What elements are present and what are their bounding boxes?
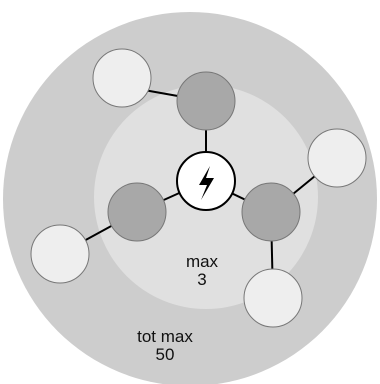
primary-node-left <box>107 182 167 242</box>
secondary-node-bottom-left <box>30 224 90 284</box>
hub-node <box>176 151 236 211</box>
secondary-nodes <box>30 48 367 328</box>
outer-zone-label-line1: tot max <box>137 327 193 346</box>
primary-nodes <box>107 71 301 242</box>
primary-node-top <box>176 71 236 131</box>
inner-zone-label-line2: 3 <box>197 270 206 289</box>
outer-zone-label-line2: 50 <box>156 345 175 364</box>
secondary-node-bottom <box>243 268 303 328</box>
primary-node-right <box>241 182 301 242</box>
secondary-node-right <box>307 128 367 188</box>
inner-zone-label-line1: max <box>186 252 219 271</box>
lightning-bolt-icon <box>199 166 214 200</box>
secondary-node-top-left <box>92 48 152 108</box>
